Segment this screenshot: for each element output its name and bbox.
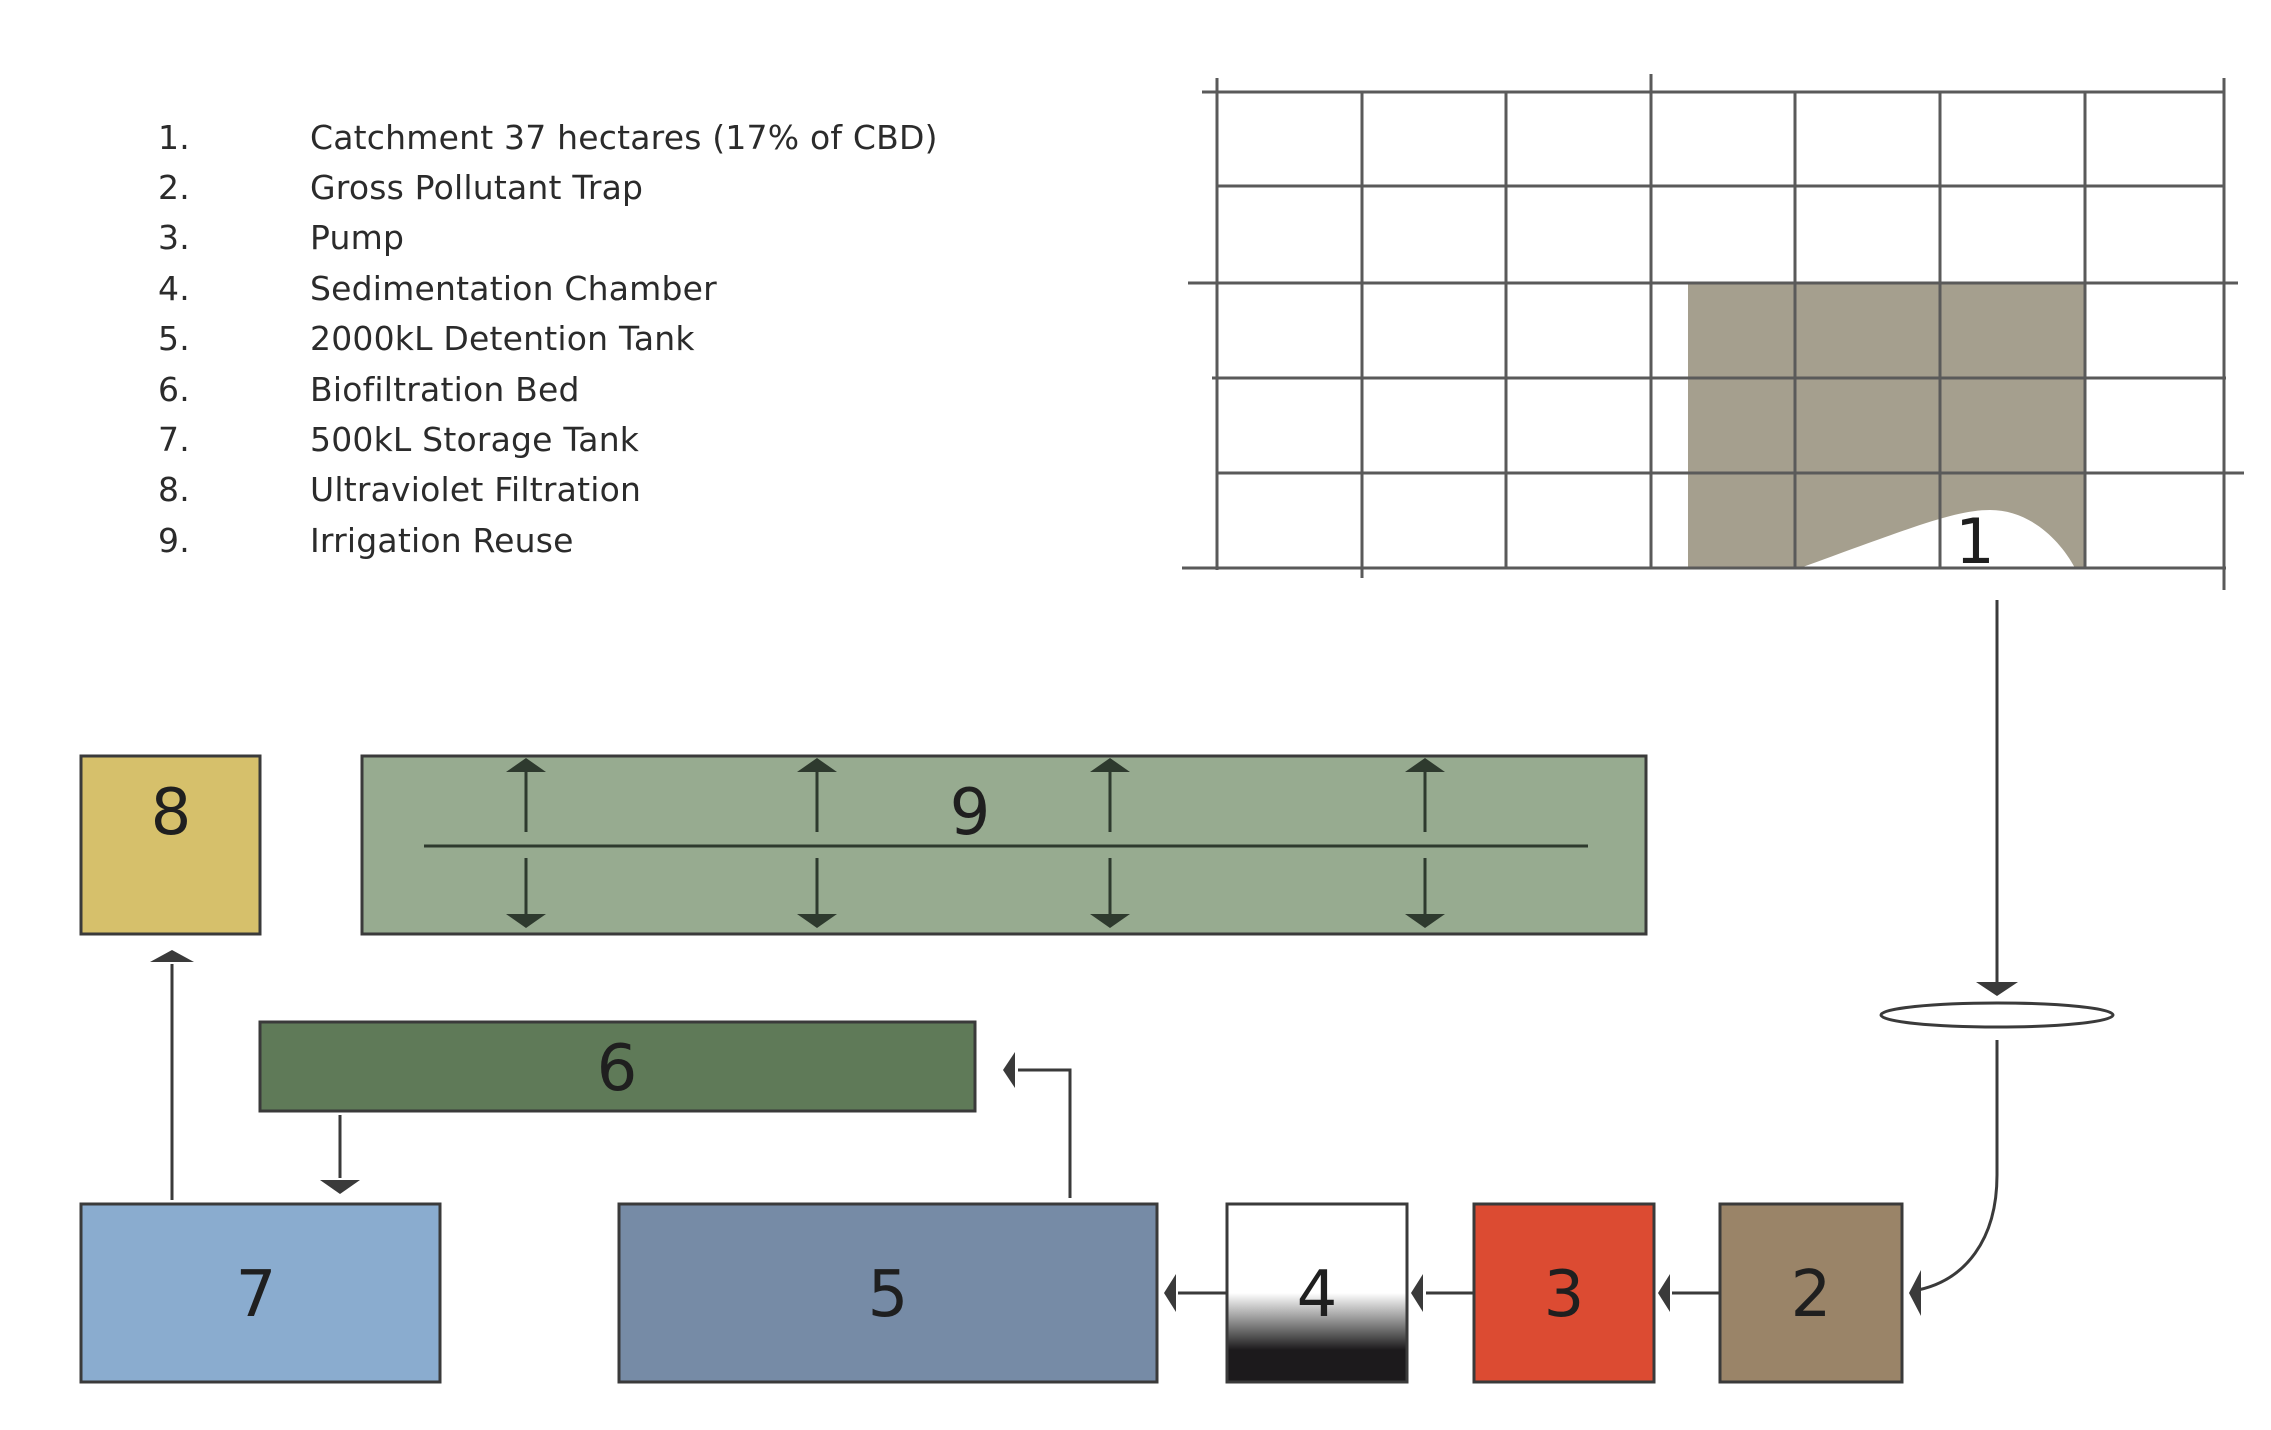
legend-item: 9. Irrigation Reuse [158,515,1058,565]
arrow-down-icon [797,914,837,928]
box-ultraviolet-filtration [79,754,262,936]
irrigation-arrowheads [506,758,1445,928]
arrow-left-icon [1909,1270,1921,1316]
label-6: 6 [597,1032,638,1106]
arrow-left-icon [1658,1274,1670,1312]
connectors [170,600,1999,1295]
label-3: 3 [1544,1258,1585,1332]
legend-text: Sedimentation Chamber [310,268,717,308]
arrow-down-icon [506,914,546,928]
arrow-left-icon [1003,1052,1015,1088]
legend-number: 1. [158,117,190,157]
legend-number: 6. [158,369,190,409]
legend-text: Biofiltration Bed [310,369,580,409]
legend-text: Catchment 37 hectares (17% of CBD) [310,117,938,157]
arrow-up-icon [506,758,546,772]
arrow-left-icon [1164,1274,1176,1312]
box-labels: 2 3 4 5 6 7 8 9 [151,776,1832,1332]
legend-list: 1. Catchment 37 hectares (17% of CBD) 2. G… [158,112,1058,566]
label-8: 8 [151,776,192,850]
legend-item: 1. Catchment 37 hectares (17% of CBD) [158,112,1058,162]
legend-number: 7. [158,420,190,460]
legend-item: 5. 2000kL Detention Tank [158,314,1058,364]
legend-item: 6. Biofiltration Bed [158,364,1058,414]
legend-item: 2. Gross Pollutant Trap [158,162,1058,212]
box-pump [1472,1202,1656,1384]
label-4: 4 [1297,1258,1338,1332]
label-7: 7 [236,1258,277,1332]
irrigation-arrows [424,770,1588,920]
inlet-ellipse [1879,1001,2115,1029]
legend-item: 4. Sedimentation Chamber [158,263,1058,313]
box-biofiltration-bed [258,1020,977,1113]
label-9: 9 [950,776,991,850]
arrow-down-icon [1976,982,2018,996]
legend-text: 2000kL Detention Tank [310,319,695,359]
legend-text: 500kL Storage Tank [310,420,640,460]
legend-text: Gross Pollutant Trap [310,168,644,208]
box-detention-tank [617,1202,1159,1384]
catchment-area [1688,284,2085,568]
legend-number: 5. [158,319,190,359]
legend-number: 4. [158,268,190,308]
legend-text: Ultraviolet Filtration [310,470,642,510]
box-storage-tank [79,1202,442,1384]
arrow-left-icon [1411,1274,1423,1312]
arrow-down-icon [320,1180,360,1194]
legend-text: Irrigation Reuse [310,520,574,560]
legend-text: Pump [310,218,405,258]
legend-item: 7. 500kL Storage Tank [158,414,1058,464]
arrow-up-icon [1090,758,1130,772]
arrow-up-icon [1405,758,1445,772]
legend-item: 8. Ultraviolet Filtration [158,465,1058,515]
arrowheads [150,950,2018,1316]
catchment-label: 1 [1955,505,1994,578]
curved-inflow-line [1917,1040,1999,1292]
label-5: 5 [868,1258,909,1332]
box-sedimentation-chamber [1225,1202,1409,1384]
catchment-map: 1 [1182,74,2244,590]
stage-boxes [79,754,1904,1384]
arrow-down-icon [1090,914,1130,928]
arrow-up-icon [797,758,837,772]
legend-item: 3. Pump [158,213,1058,263]
legend-number: 9. [158,520,190,560]
arrow-down-icon [1405,914,1445,928]
arrow-up-icon [150,950,194,962]
street-grid [1182,74,2244,590]
legend-number: 2. [158,168,190,208]
legend-number: 8. [158,470,190,510]
legend-number: 3. [158,218,190,258]
box-gross-pollutant-trap [1718,1202,1904,1384]
connector-5-6 [1018,1068,1072,1198]
label-2: 2 [1791,1258,1832,1332]
